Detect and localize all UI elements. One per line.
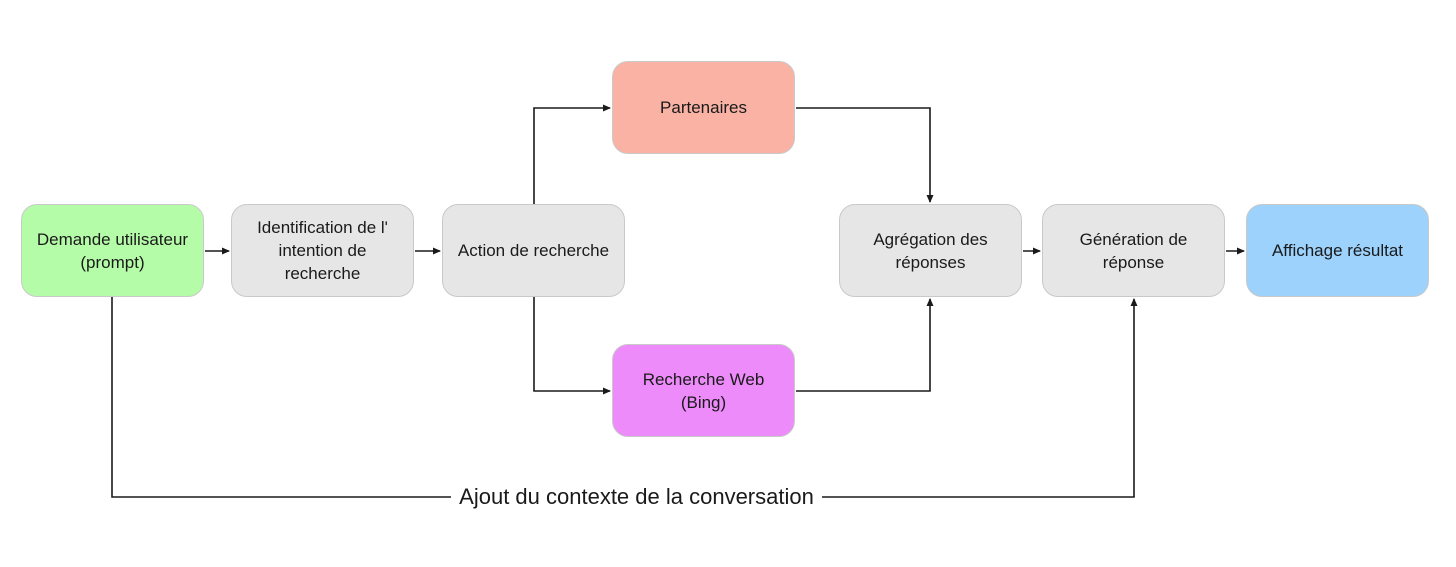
node-user-request: Demande utilisateur (prompt)	[21, 204, 204, 297]
node-intent-identification-label: Identification de l' intention de recher…	[257, 218, 388, 283]
node-response-aggregation-label: Agrégation des réponses	[873, 229, 988, 272]
node-user-request-label: Demande utilisateur (prompt)	[36, 229, 189, 272]
node-response-generation-label: Génération de réponse	[1079, 229, 1188, 272]
node-web-search: Recherche Web (Bing)	[612, 344, 795, 437]
arrow-action-to-partner	[533, 104, 611, 204]
node-result-display: Affichage résultat	[1246, 204, 1429, 297]
node-response-generation: Génération de réponse	[1042, 204, 1225, 297]
node-response-aggregation: Agrégation des réponses	[839, 204, 1022, 297]
arrow-web-to-agg	[796, 298, 934, 392]
arrow-partner-to-agg	[796, 107, 934, 203]
node-search-action: Action de recherche	[442, 204, 625, 297]
node-web-search-label: Recherche Web (Bing)	[642, 369, 765, 412]
node-search-action-label: Action de recherche	[457, 241, 610, 260]
arrow-action-to-web	[533, 297, 611, 395]
node-result-display-label: Affichage résultat	[1271, 241, 1404, 260]
node-intent-identification: Identification de l' intention de recher…	[231, 204, 414, 297]
node-partners-label: Partenaires	[660, 98, 747, 117]
node-partners: Partenaires	[612, 61, 795, 154]
